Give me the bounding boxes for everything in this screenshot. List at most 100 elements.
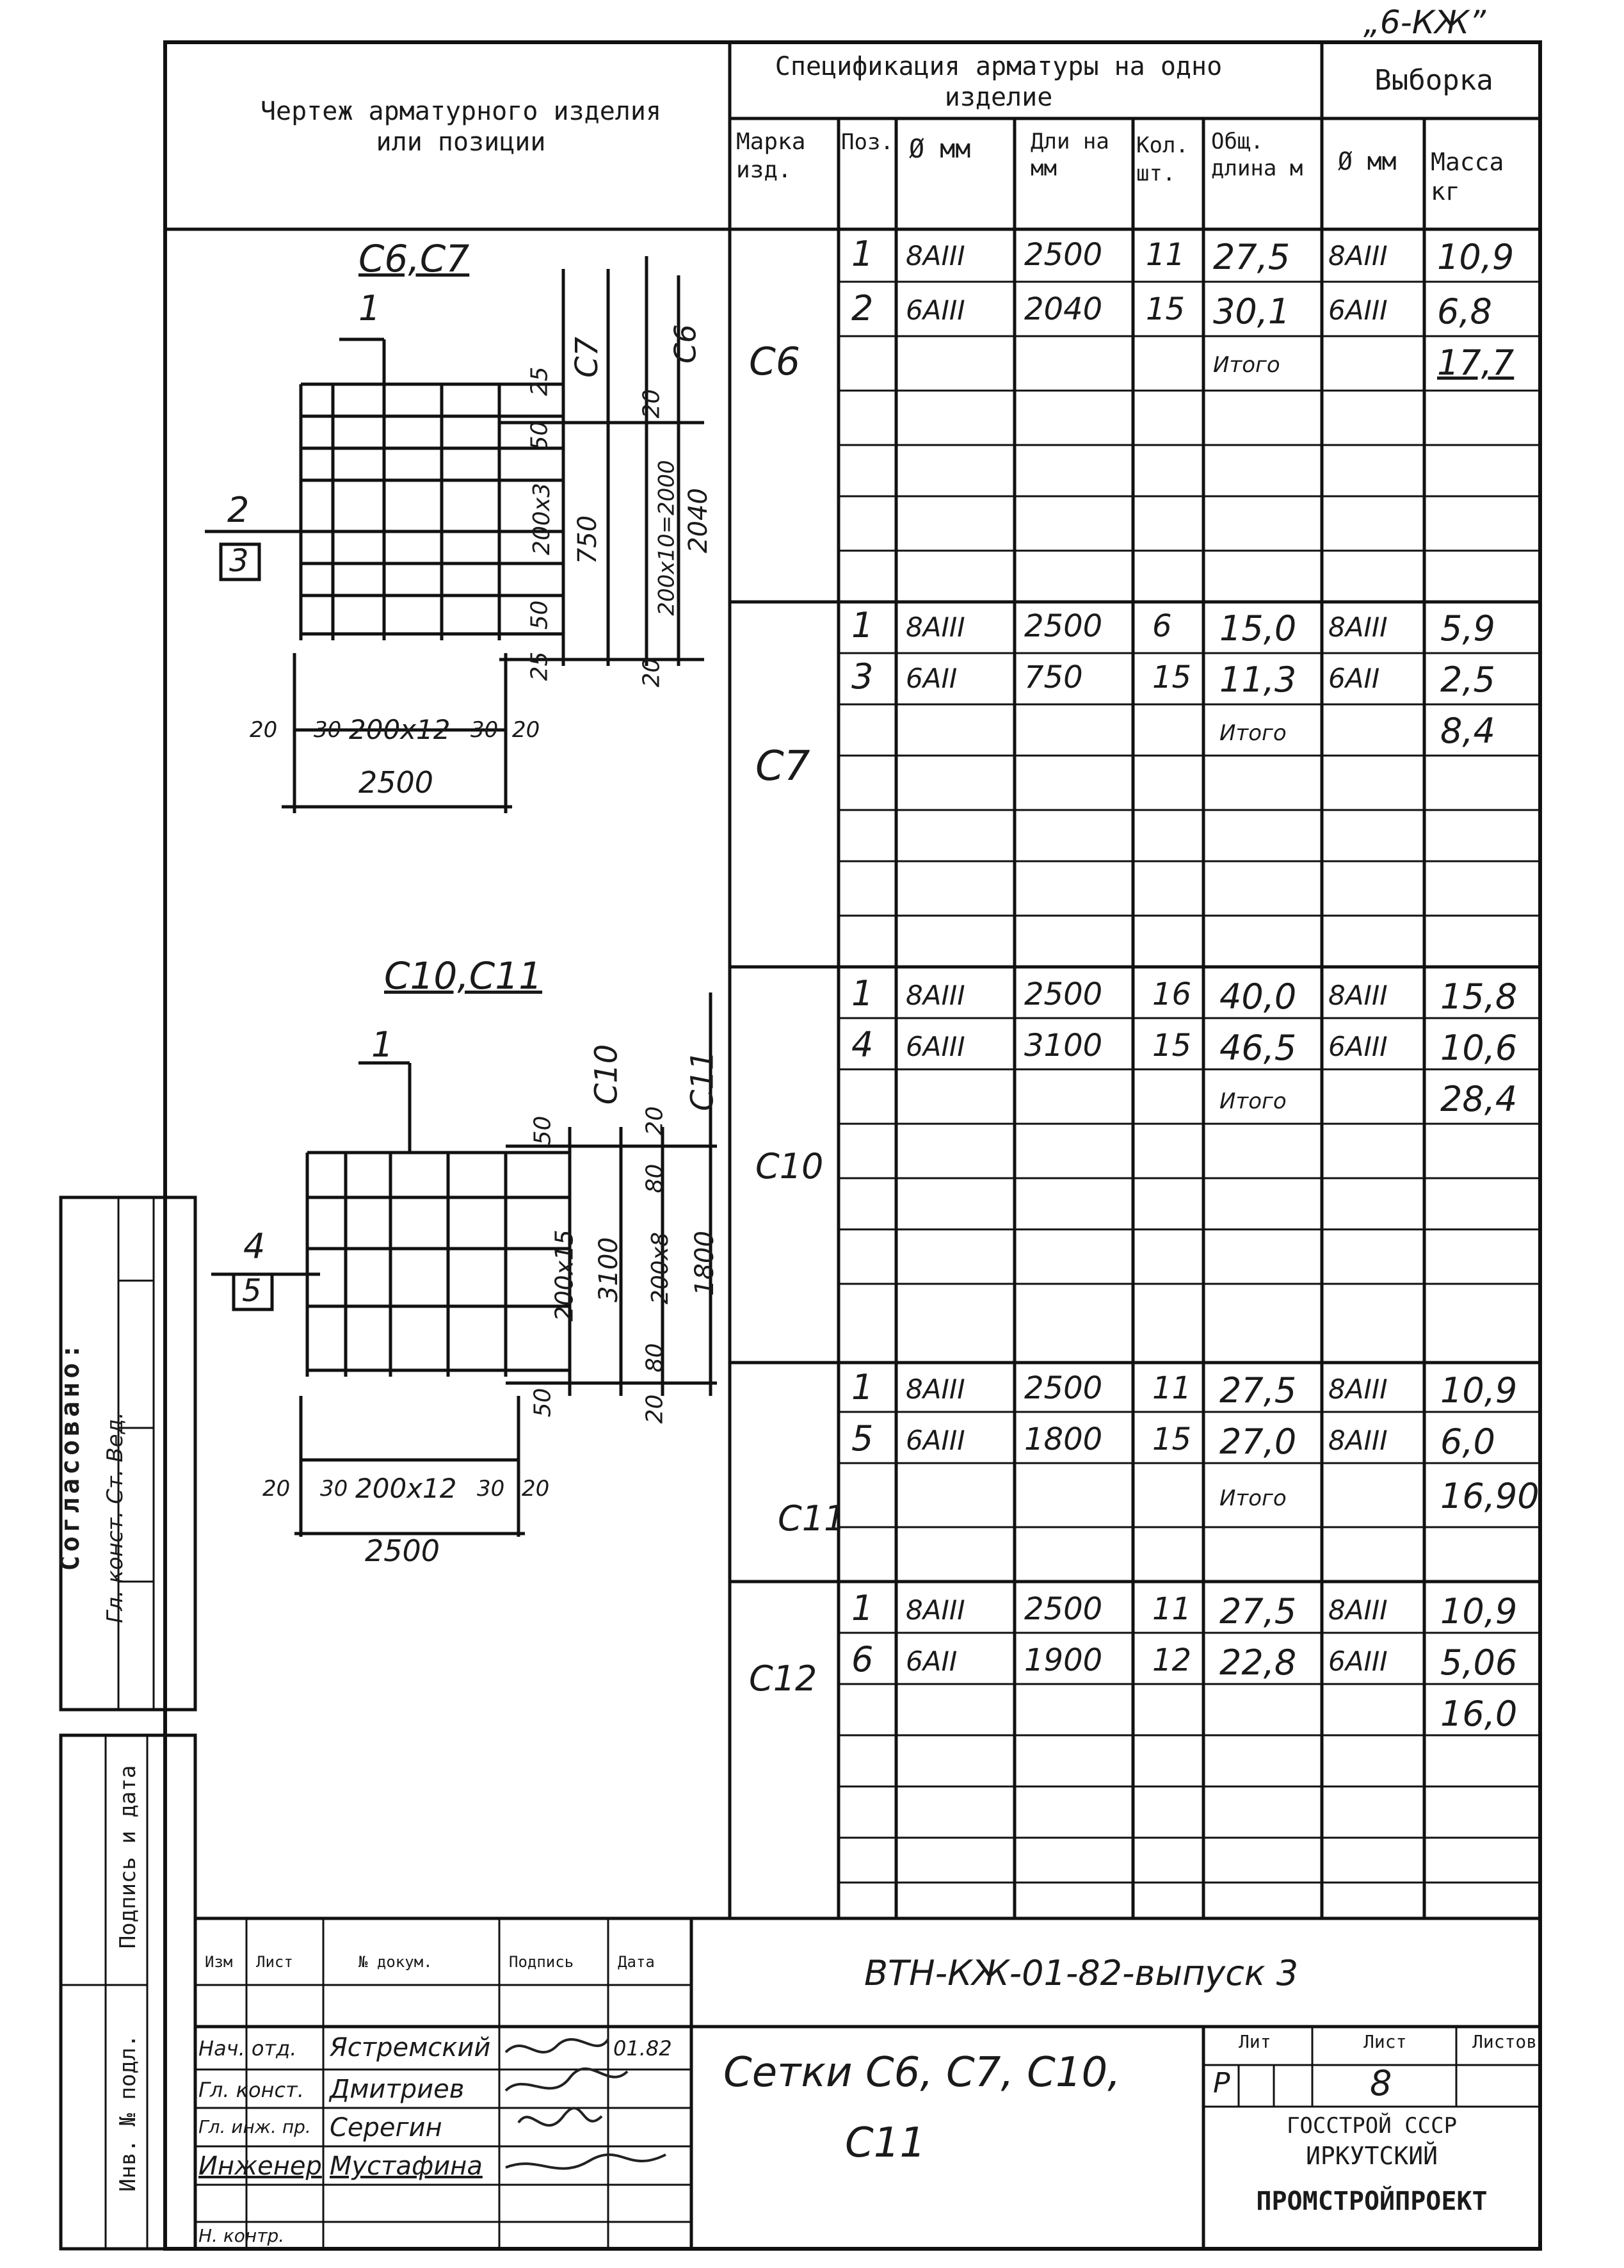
bottom-total-width: 2500 <box>365 1534 440 1568</box>
side-sign-date: Подпись и дата <box>115 1765 141 1949</box>
bottom-dim-3100: 3100 <box>593 1237 623 1302</box>
cell-sel-dia: 8АIII <box>1328 1594 1388 1626</box>
cell-pos: 3 <box>851 656 874 697</box>
cell-subtotal-label: Итого <box>1219 720 1287 746</box>
mesh-bottom <box>211 992 717 1537</box>
cell-mass: 6,8 <box>1437 291 1492 332</box>
tb-doc-number: ВТН-КЖ-01-82-выпуск 3 <box>864 1953 1299 1993</box>
tb-role: Инженер <box>198 2151 322 2181</box>
cell-subtotal-label: Итого <box>1213 352 1280 378</box>
cell-len: 2500 <box>1024 1591 1103 1627</box>
top-dim-20b: 20 <box>638 658 665 688</box>
cell-mass: 10,6 <box>1440 1028 1518 1068</box>
col-header-mass: Масса кг <box>1431 148 1504 206</box>
cell-qty: 15 <box>1152 660 1192 695</box>
cell-subtotal-mass: 28,4 <box>1440 1079 1518 1119</box>
cell-sel-dia: 8АIII <box>1328 980 1388 1011</box>
bottom-dim-20b: 20 <box>641 1394 668 1424</box>
tb-name: Мустафина <box>330 2151 483 2181</box>
col-header-mark: Марка изд. <box>736 129 806 183</box>
tb-sheets-label: Листов <box>1472 2031 1538 2052</box>
top-label-c6: С6 <box>668 324 703 364</box>
tb-name: Дмитриев <box>330 2075 465 2104</box>
cell-dia: 6АIII <box>906 1031 965 1062</box>
cell-pos: 4 <box>851 1025 874 1065</box>
col-header-sel-dia: Ø мм <box>1338 147 1397 175</box>
bottom-dim-20a: 20 <box>641 1106 668 1136</box>
cell-pos: 1 <box>851 973 874 1014</box>
group-mark: С12 <box>749 1658 817 1699</box>
cell-sel-dia: 8АIII <box>1328 1425 1388 1456</box>
top-dim-b20b: 20 <box>512 717 540 743</box>
top-pos-side: 2 <box>227 490 250 530</box>
cell-pos: 2 <box>851 288 874 328</box>
cell-subtotal-mass: 17,7 <box>1437 343 1515 383</box>
cell-qty: 16 <box>1152 976 1192 1012</box>
cell-dia: 8АIII <box>906 240 965 271</box>
col-header-qty: Кол. шт. <box>1136 133 1189 186</box>
top-dim-b30a: 30 <box>314 717 342 743</box>
cell-sel-dia: 6АIII <box>1328 1646 1388 1677</box>
tb-stage-label: Лит <box>1239 2031 1271 2052</box>
side-inv: Инв. № подл. <box>115 2034 141 2192</box>
cell-subtotal-label: Итого <box>1219 1486 1287 1511</box>
group-mark: С10 <box>755 1146 824 1187</box>
tb-org-2: ИРКУТСКИЙ <box>1306 2142 1438 2170</box>
cell-qty: 15 <box>1152 1028 1192 1064</box>
top-dim-750: 750 <box>573 515 603 565</box>
top-pos-main: 1 <box>358 288 381 328</box>
col-header-pos: Поз. <box>841 129 894 155</box>
document-code: „6-КЖ” <box>1363 4 1486 41</box>
top-dim-200x3: 200х3 <box>528 483 555 555</box>
cell-dia: 8АIII <box>906 980 965 1011</box>
cell-subtotal-label: Итого <box>1219 1089 1287 1114</box>
top-dim-25a: 25 <box>526 366 553 396</box>
cell-len: 2500 <box>1024 976 1103 1012</box>
tb-name: Серегин <box>330 2113 442 2142</box>
side-agreed: Согласовано: <box>56 1340 85 1571</box>
cell-qty: 6 <box>1152 608 1172 644</box>
col-header-total: Общ. длина м <box>1211 129 1303 181</box>
tb-name: Ястремский <box>330 2033 491 2062</box>
cell-total: 27,5 <box>1213 237 1290 277</box>
cell-mass: 10,9 <box>1437 237 1515 277</box>
tb-header-date: Дата <box>618 1953 655 1971</box>
col-header-dia: Ø мм <box>909 134 971 164</box>
tb-role: Гл. конст. <box>198 2078 304 2102</box>
cell-total: 46,5 <box>1219 1028 1297 1068</box>
top-total-width: 2500 <box>358 765 434 800</box>
tb-header-doc: № докум. <box>358 1953 433 1971</box>
top-dim-50b: 50 <box>526 600 553 630</box>
bottom-pos-box: 5 <box>242 1273 262 1309</box>
cell-dia: 8АIII <box>906 1373 965 1405</box>
cell-sel-dia: 8АIII <box>1328 240 1388 271</box>
cell-total: 40,0 <box>1219 976 1297 1017</box>
bottom-dim-50a: 50 <box>529 1115 556 1146</box>
bottom-dim-50b: 50 <box>529 1388 556 1418</box>
cell-mass: 6,0 <box>1440 1422 1495 1462</box>
cell-len: 3100 <box>1024 1028 1103 1064</box>
cell-subtotal-mass: 16,90 <box>1440 1476 1540 1516</box>
cell-qty: 11 <box>1146 237 1186 273</box>
spec-title: Спецификация арматуры на одно изделие <box>775 52 1223 112</box>
top-dim-25b: 25 <box>526 651 553 681</box>
top-dim-200x10: 200х10=2000 <box>654 460 680 616</box>
cell-mass: 5,9 <box>1440 608 1495 649</box>
top-pos-box: 3 <box>229 543 249 579</box>
cell-sel-dia: 6АII <box>1328 663 1380 694</box>
group-mark: С6 <box>749 339 801 384</box>
cell-pos: 1 <box>851 1367 874 1407</box>
cell-dia: 8АIII <box>906 612 965 643</box>
tb-sheet-title-1: Сетки С6, С7, С10, <box>723 2049 1121 2096</box>
cell-len: 1800 <box>1024 1422 1103 1457</box>
bottom-dim-1800: 1800 <box>689 1231 720 1296</box>
cell-mass: 10,9 <box>1440 1591 1518 1632</box>
group-mark: С11 <box>778 1498 846 1539</box>
cell-qty: 15 <box>1146 291 1186 327</box>
tb-sheet-number: 8 <box>1370 2063 1392 2103</box>
bottom-dim-80b: 80 <box>641 1343 668 1373</box>
top-dim-20a: 20 <box>638 389 665 419</box>
drawing-title: Чертеж арматурного изделия или позиции <box>260 97 662 157</box>
cell-len: 2500 <box>1024 608 1103 644</box>
